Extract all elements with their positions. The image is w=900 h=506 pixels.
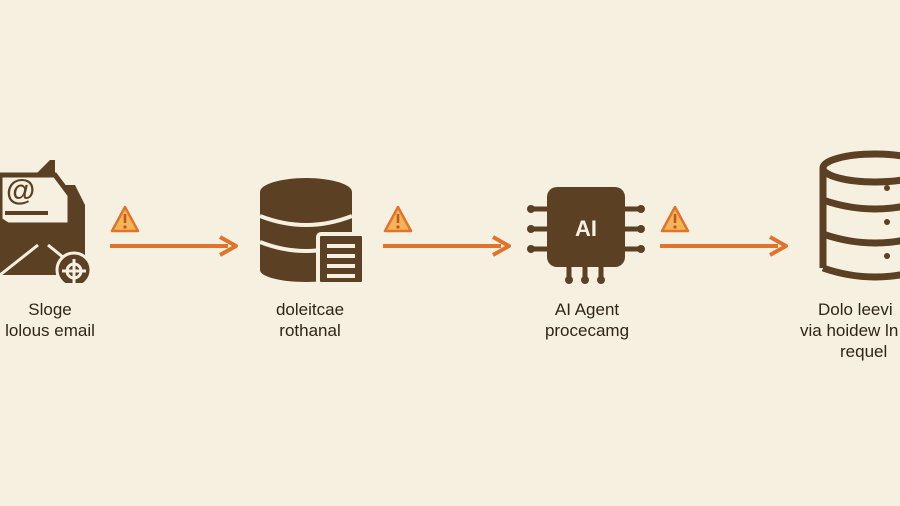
node-label-line: Sloge [28,300,72,319]
node-label-data-leak: Dolo leevi via hoidew ln requel [788,299,900,362]
arrow-right-icon [110,235,238,257]
node-label-line: via hoidew ln [800,321,899,340]
arrow-right-icon [660,235,788,257]
node-label-line: rothanal [279,321,341,340]
warning-icon [660,205,690,233]
database-icon [819,150,900,281]
envelope-icon: @ [0,160,93,283]
node-label-email: Sloge lolous email [0,299,110,341]
warning-icon [110,205,140,233]
svg-text:@: @ [6,174,35,207]
node-label-line: requel [840,342,888,361]
node-label-ai-agent: AI Agent procecamg [522,299,652,341]
database-document-icon [259,178,366,286]
ai-chip-icon: AI [527,187,645,284]
arrow-right-icon [383,235,511,257]
node-label-database: doleitcae rothanal [245,299,375,341]
node-label-line: lolous email [5,321,95,340]
chip-label: AI [575,216,597,241]
node-label-line: procecamg [544,321,630,340]
node-label-line: Dolo leevi [818,300,893,319]
node-label-line: AI Agent [554,300,620,319]
node-label-line: doleitcae [275,300,345,319]
warning-icon [383,205,413,233]
